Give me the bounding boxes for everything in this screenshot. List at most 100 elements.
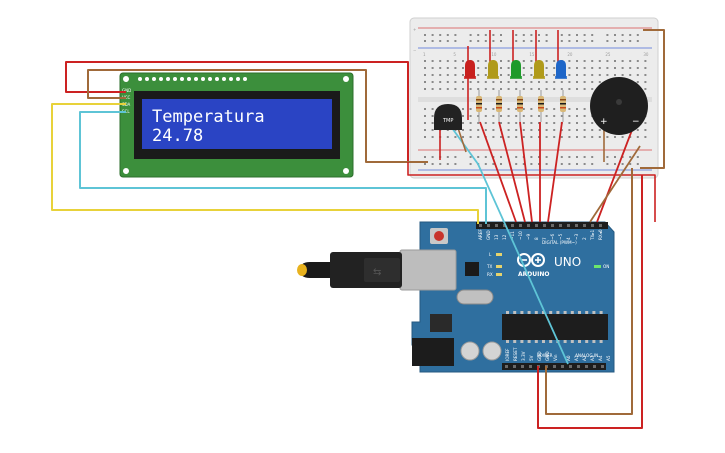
header-holes: [479, 224, 604, 368]
breadboard-hole: [522, 122, 525, 124]
breadboard-hole: [545, 40, 548, 42]
digital-pin-label: TX▸1: [590, 229, 595, 241]
breadboard-hole: [515, 136, 518, 138]
digital-pin-label: ~10: [518, 231, 523, 240]
breadboard-hole: [446, 156, 449, 158]
breadboard-hole: [591, 81, 594, 83]
chip-pin: [520, 340, 524, 343]
breadboard-hole: [583, 60, 586, 62]
breadboard-hole: [500, 163, 502, 165]
header-hole: [567, 224, 570, 227]
digital-pin-label: ~3: [574, 233, 579, 240]
breadboard-hole: [454, 34, 457, 36]
breadboard-hole: [424, 156, 426, 158]
breadboard-hole: [515, 163, 518, 165]
breadboard-hole: [583, 115, 586, 117]
breadboard-hole: [462, 74, 464, 76]
breadboard-hole: [439, 60, 442, 62]
digital-label: DIGITAL (PWM~): [542, 240, 577, 245]
reset-button[interactable]: [434, 231, 444, 241]
header-hole: [527, 224, 530, 227]
resistor: [496, 90, 502, 122]
breadboard-hole: [568, 163, 571, 165]
resistor-band: [560, 99, 566, 101]
header-hole: [585, 365, 588, 368]
analog-pin-label: A0: [566, 355, 571, 361]
breadboard-hole: [629, 60, 632, 62]
tx-label: TX: [486, 264, 493, 269]
breadboard-hole: [530, 40, 533, 42]
breadboard-hole: [606, 34, 609, 36]
chip-pin: [513, 311, 517, 314]
breadboard-hole: [553, 122, 556, 124]
breadboard-hole: [522, 60, 525, 62]
breadboard-hole: [492, 129, 495, 131]
breadboard-hole: [538, 40, 540, 42]
breadboard-hole: [636, 60, 639, 62]
breadboard-hole: [500, 122, 502, 124]
breadboard-hole: [606, 40, 609, 42]
breadboard-hole: [454, 74, 457, 76]
breadboard-hole: [446, 88, 449, 90]
breadboard-hole: [545, 129, 548, 131]
breadboard-hole: [614, 34, 616, 36]
breadboard-hole: [500, 136, 502, 138]
voltage-regulator: [430, 314, 452, 332]
rail-minus-label: −: [413, 48, 416, 53]
breadboard-hole: [545, 67, 548, 69]
breadboard-column-number: 10: [491, 52, 497, 57]
arduino-model: UNO: [554, 255, 581, 269]
led-body: [534, 60, 544, 78]
breadboard-hole: [598, 67, 601, 69]
breadboard-hole: [477, 40, 480, 42]
usb-cable-plug-face: [364, 258, 400, 282]
wires: [51, 29, 665, 429]
breadboard-hole: [484, 34, 487, 36]
breadboard-hole: [553, 74, 556, 76]
led-rim: [533, 76, 545, 79]
header-hole: [593, 365, 596, 368]
lcd-screen: [142, 99, 332, 149]
digital-pin-label: ~11: [510, 231, 515, 240]
header-hole: [553, 365, 556, 368]
power-pin-label: 3.3V: [521, 351, 526, 361]
breadboard-hole: [621, 74, 624, 76]
header-hole: [487, 224, 490, 227]
analog-label: ANALOG IN: [575, 353, 598, 358]
breadboard-hole: [439, 34, 442, 36]
breadboard-hole: [507, 60, 510, 62]
breadboard-hole: [583, 74, 586, 76]
breadboard-hole: [614, 74, 616, 76]
breadboard-hole: [424, 60, 426, 62]
breadboard-hole: [545, 74, 548, 76]
breadboard-hole: [469, 108, 472, 110]
breadboard-hole: [492, 115, 495, 117]
digital-pin-label: 7: [542, 237, 547, 240]
lcd-line-2: 24.78: [152, 126, 203, 146]
resistor-band: [517, 103, 523, 105]
led-body: [556, 60, 566, 78]
breadboard-hole: [598, 136, 601, 138]
power-pin-label: 5V: [529, 355, 534, 361]
breadboard-hole: [553, 129, 556, 131]
breadboard-hole: [530, 67, 533, 69]
breadboard-hole: [583, 88, 586, 90]
breadboard-hole: [636, 129, 639, 131]
center-channel: [418, 97, 652, 102]
breadboard-hole: [484, 40, 487, 42]
resistor-band: [476, 99, 482, 101]
crystal: [456, 289, 494, 305]
breadboard-hole: [530, 156, 533, 158]
resistor-band: [538, 99, 544, 101]
breadboard-hole: [538, 156, 540, 158]
breadboard-hole: [431, 163, 434, 165]
resistor-band: [517, 107, 523, 109]
breadboard-column-number: 20: [567, 52, 573, 57]
breadboard-hole: [621, 163, 624, 165]
breadboard-hole: [591, 67, 594, 69]
breadboard-hole: [591, 88, 594, 90]
breadboard-hole: [446, 74, 449, 76]
lcd-pad: [201, 77, 205, 81]
